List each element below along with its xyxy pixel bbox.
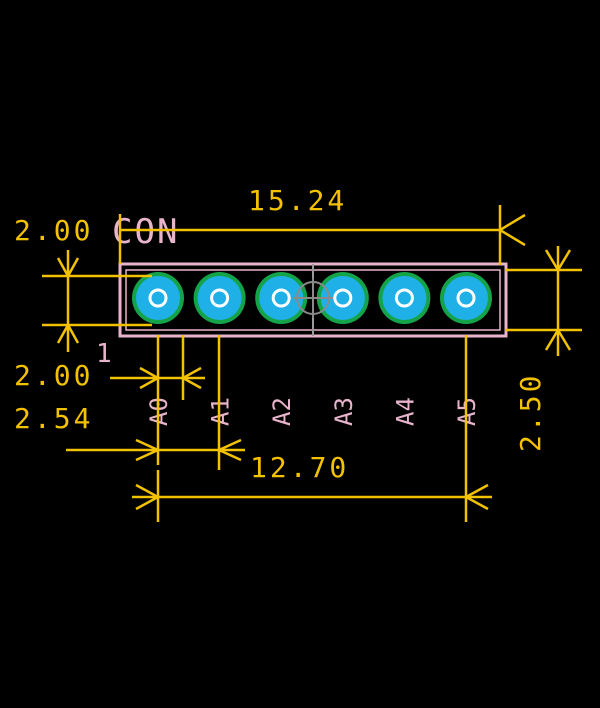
dim-body-height: 2.00 <box>14 214 93 247</box>
pad-copper <box>382 276 427 320</box>
part-name: CON <box>112 212 179 252</box>
drill-hole <box>333 288 353 308</box>
dim-pitch: 2.54 <box>14 402 93 435</box>
pin-label-1: A1 <box>207 397 235 426</box>
drill-hole <box>456 288 476 308</box>
drill-hole <box>394 288 414 308</box>
dim-pad-offset: 2.00 <box>14 359 93 392</box>
pin-label-2: A2 <box>268 397 296 426</box>
pin-label-4: A4 <box>391 397 419 426</box>
pad-0 <box>132 272 184 324</box>
pin1-marker: 1 <box>96 339 112 369</box>
drill-hole <box>210 288 230 308</box>
pin-label-3: A3 <box>330 397 358 426</box>
pad-row <box>132 272 492 324</box>
dim-pitch-span: 12.70 <box>250 451 349 484</box>
pad-copper <box>320 276 365 320</box>
pad-4 <box>378 272 431 324</box>
pad-5 <box>440 272 492 324</box>
pad-3 <box>316 272 369 324</box>
dim-total-length: 15.24 <box>248 184 347 217</box>
dimension-lines <box>42 205 582 522</box>
pad-2 <box>255 272 308 324</box>
pad-copper <box>136 276 180 320</box>
pad-copper <box>197 276 242 320</box>
drill-hole <box>271 288 291 308</box>
pad-1 <box>193 272 246 324</box>
drill-hole <box>148 288 168 308</box>
pad-copper <box>444 276 488 320</box>
dim-right-height: 2.50 <box>514 373 547 452</box>
pad-copper <box>259 276 304 320</box>
origin-crosshair-icon <box>293 278 333 318</box>
